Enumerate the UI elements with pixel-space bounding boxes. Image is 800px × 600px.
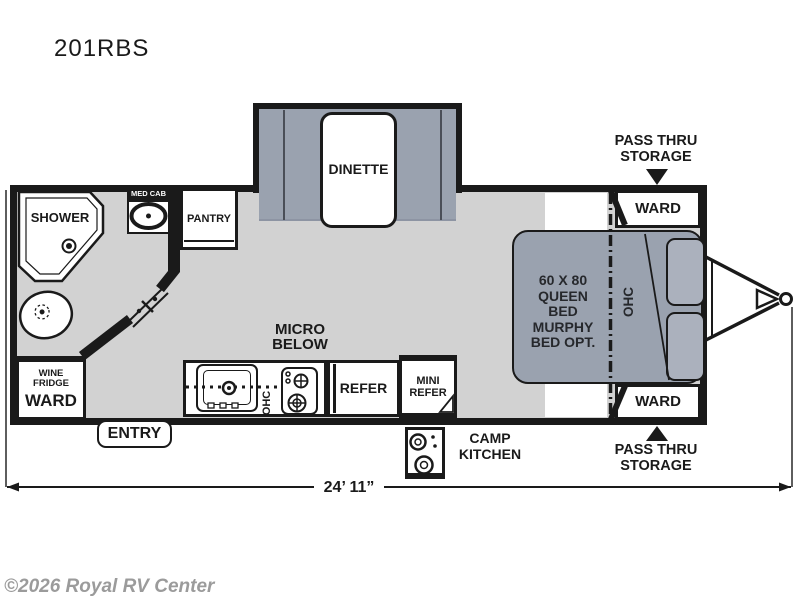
refer-label: REFER [339, 379, 388, 396]
page-title: 201RBS [54, 35, 150, 62]
length-dimension-label: 24’ 11” [316, 479, 382, 497]
bathroom-wall [168, 188, 180, 272]
watermark: ©2026 Royal RV Center [4, 576, 215, 597]
shower-label: SHOWER [30, 210, 90, 225]
refrigerator: REFER [327, 360, 400, 417]
entry-door-label-box: ENTRY [97, 420, 172, 448]
pantry-shelf-line [184, 240, 234, 242]
pass-thru-arrow-top [646, 169, 668, 185]
micro-below-line1: MICRO [275, 321, 325, 338]
ward-label: WARD [635, 392, 681, 410]
bed-label-line5: BED OPT. [530, 334, 596, 350]
dinette-bench-line [440, 110, 442, 220]
wine-fridge-label: FRIDGE [33, 378, 69, 390]
pass-thru-top-line1: PASS THRU [614, 133, 698, 149]
pillow [666, 238, 705, 306]
micro-below-line2: BELOW [272, 336, 328, 353]
pass-thru-bottom-line1: PASS THRU [614, 442, 698, 458]
wine-fridge-label: WINE [38, 367, 64, 379]
pantry-label: PANTRY [187, 212, 231, 225]
mini-refer-label: REFER [409, 387, 447, 399]
ward-label: WARD [635, 199, 681, 217]
pass-thru-top-line2: STORAGE [620, 148, 692, 165]
micro-below-label: MICRO BELOW [255, 322, 345, 352]
bed-niche-top [545, 193, 607, 231]
med-cab: MED CAB [127, 188, 170, 201]
wine-fridge-ward: WINE FRIDGE WARD [16, 356, 86, 420]
ward-front-top: WARD [615, 190, 701, 228]
pass-thru-bottom-line2: STORAGE [620, 457, 692, 474]
bed-ohc-label: OHC [621, 287, 636, 317]
kitchen-ohc-label: OHC [261, 390, 273, 416]
camp-kitchen-label: CAMP KITCHEN [449, 430, 531, 462]
dinette-bench-line [283, 110, 285, 220]
bed-label-line1: 60 X 80 [538, 272, 588, 288]
stove [281, 367, 318, 415]
camp-kitchen-unit [405, 427, 445, 479]
bed-label: 60 X 80 QUEEN BED MURPHY BED OPT. [513, 272, 613, 351]
dinette-label: DINETTE [328, 161, 389, 178]
bed-label-line3: BED [548, 303, 578, 319]
pillow [666, 312, 705, 381]
camp-kitchen-line1: CAMP [469, 430, 511, 446]
pantry: PANTRY [180, 188, 238, 250]
hitch-icon [703, 254, 793, 343]
pass-thru-arrow-bottom [646, 426, 668, 441]
refer-door-line [333, 364, 336, 413]
ward-front-bottom: WARD [615, 384, 701, 420]
bed-label-line2: QUEEN [538, 287, 588, 304]
kitchen-sink-inner [203, 370, 251, 405]
med-cab-sink-box [127, 200, 170, 234]
pass-thru-storage-bottom-label: PASS THRU STORAGE [604, 442, 708, 474]
bed-label-line4: MURPHY [532, 318, 594, 335]
med-cab-label: MED CAB [131, 189, 166, 199]
entry-label: ENTRY [107, 425, 162, 443]
mini-refer-label: MINI [416, 374, 440, 387]
wine-fridge-ward-label: WARD [25, 390, 77, 410]
mini-refer: MINI REFER [399, 355, 457, 418]
bed-niche-bottom [545, 384, 607, 417]
dinette-table: DINETTE [320, 112, 397, 228]
pass-thru-storage-top-label: PASS THRU STORAGE [604, 133, 708, 165]
camp-kitchen-line2: KITCHEN [458, 445, 522, 462]
